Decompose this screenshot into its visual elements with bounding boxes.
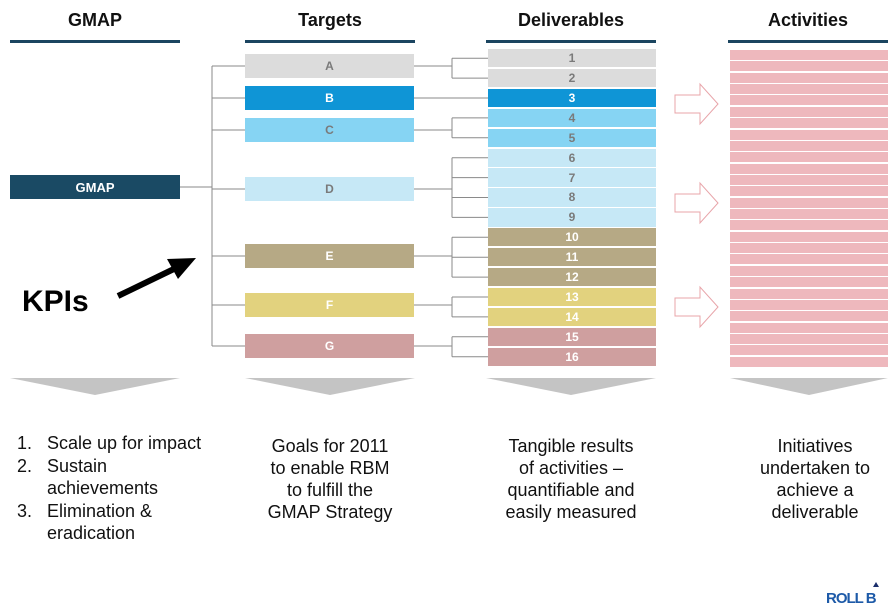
activity-row [730, 356, 888, 367]
description-line: quantifiable and [507, 480, 635, 500]
list-text: Elimination & eradication [47, 501, 153, 543]
activity-row [730, 322, 888, 333]
deliverable-box-16: 16 [488, 347, 656, 366]
activity-row [730, 265, 888, 276]
description-line: undertaken to [759, 458, 871, 478]
gmap-list-item: 1. Scale up for impact [0, 432, 220, 454]
activity-row [730, 140, 888, 151]
deliverable-box-14: 14 [488, 307, 656, 327]
chevron-down-icon [730, 378, 888, 395]
gmap-box: GMAP [10, 175, 180, 199]
header-rule-gmap [10, 40, 180, 43]
deliverable-box-13: 13 [488, 287, 656, 307]
deliverable-box-12: 12 [488, 267, 656, 287]
activity-row [730, 95, 888, 106]
activity-row [730, 186, 888, 197]
activity-row [730, 277, 888, 288]
deliverable-box-6: 6 [488, 148, 656, 167]
target-box-d: D [245, 177, 414, 201]
target-box-f: F [245, 293, 414, 317]
deliverable-box-2: 2 [488, 68, 656, 88]
target-box-c: C [245, 118, 414, 142]
list-text: Sustain achievements [47, 456, 159, 498]
activity-row [730, 197, 888, 208]
activity-row [730, 288, 888, 299]
activity-row [730, 231, 888, 242]
gmap-objectives-list: 1. Scale up for impact 2. Sustain achieveme… [0, 432, 220, 545]
hollow-arrow-icon [674, 82, 719, 126]
activity-row [730, 61, 888, 72]
description-line: GMAP Strategy [267, 502, 393, 522]
chevron-down-icon [10, 378, 180, 395]
header-activities: Activities [767, 10, 849, 30]
description-line: to fulfill the [286, 480, 374, 500]
chevron-down-icon [486, 378, 656, 395]
deliverable-box-7: 7 [488, 168, 656, 187]
activity-row [730, 106, 888, 117]
deliverable-box-5: 5 [488, 128, 656, 147]
activity-row [730, 118, 888, 129]
activity-row [730, 72, 888, 83]
list-number: 1. [17, 433, 33, 453]
target-box-b: B [245, 86, 414, 110]
activity-row [730, 84, 888, 95]
header-targets: Targets [298, 10, 362, 30]
description-line: achieve a [776, 480, 854, 500]
deliverable-box-3: 3 [488, 88, 656, 108]
roll-back-malaria-logo: ROLL B [826, 582, 879, 605]
target-box-e: E [245, 244, 414, 268]
deliverable-box-9: 9 [488, 208, 656, 227]
deliverable-box-8: 8 [488, 188, 656, 207]
activity-row [730, 333, 888, 344]
header-gmap: GMAP [68, 10, 122, 30]
list-text: Scale up for impact [47, 433, 202, 453]
activity-row [730, 299, 888, 310]
target-box-g: G [245, 334, 414, 358]
deliverable-box-11: 11 [488, 248, 656, 267]
description-line: easily measured [505, 502, 637, 522]
description-line: Goals for 2011 [271, 436, 389, 456]
chevron-down-icon [245, 378, 415, 395]
deliverable-box-1: 1 [488, 49, 656, 68]
list-number: 3. [17, 501, 33, 521]
description-line: Tangible results [508, 436, 634, 456]
activity-row [730, 220, 888, 231]
deliverable-box-15: 15 [488, 327, 656, 346]
list-number: 2. [17, 456, 33, 476]
activity-row [730, 254, 888, 265]
activity-row [730, 345, 888, 356]
header-rule-targets [245, 40, 415, 43]
activity-row [730, 152, 888, 163]
description-line: to enable RBM [270, 458, 390, 478]
gmap-list-item: 3. Elimination & eradication [0, 500, 220, 544]
deliverable-box-4: 4 [488, 108, 656, 128]
activity-row [730, 129, 888, 140]
activity-row [730, 311, 888, 322]
header-rule-deliverables [486, 40, 656, 43]
activity-row [730, 163, 888, 174]
activity-row [730, 243, 888, 254]
hollow-arrow-icon [674, 285, 719, 329]
description-line: deliverable [771, 502, 859, 522]
logo-text: ROLL B [826, 590, 877, 605]
deliverable-box-10: 10 [488, 228, 656, 247]
activity-row [730, 174, 888, 185]
description-line: of activities – [518, 458, 624, 478]
header-deliverables: Deliverables [517, 10, 625, 30]
target-box-a: A [245, 54, 414, 78]
hollow-arrow-icon [674, 181, 719, 225]
kpis-label: KPIs [22, 285, 89, 318]
activity-row [730, 209, 888, 220]
description-line: Initiatives [777, 436, 853, 456]
header-rule-activities [728, 40, 888, 43]
activity-row [730, 50, 888, 61]
gmap-list-item: 2. Sustain achievements [0, 455, 220, 499]
